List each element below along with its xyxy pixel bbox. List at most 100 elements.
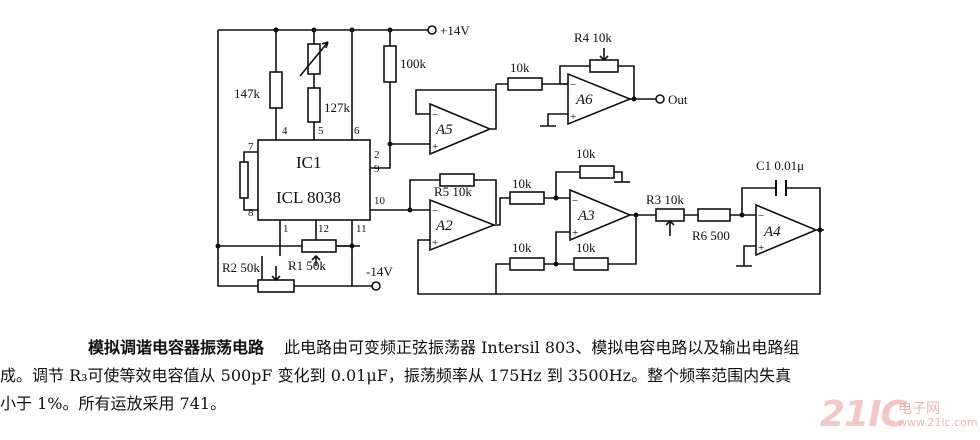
a4-ground bbox=[736, 245, 756, 267]
resistor-r6 bbox=[697, 208, 731, 222]
pin-4-label: 4 bbox=[282, 125, 288, 137]
opamp-a6-label: A6 bbox=[575, 92, 593, 108]
opamp-a3-label: A3 bbox=[577, 208, 595, 224]
resistor-r1 bbox=[301, 239, 337, 253]
svg-text:−: − bbox=[570, 79, 576, 91]
label-100k: 100k bbox=[400, 56, 427, 71]
resistor-r2 bbox=[257, 279, 295, 293]
pin-10-label: 10 bbox=[374, 195, 386, 207]
pin-1-label: 1 bbox=[283, 223, 289, 235]
junction-a3-minus bbox=[553, 195, 559, 201]
svg-text:+: + bbox=[432, 141, 438, 153]
resistor-127k bbox=[307, 87, 321, 123]
svg-text:−: − bbox=[758, 210, 764, 222]
junction-pin11 bbox=[349, 243, 355, 249]
svg-text:+: + bbox=[572, 227, 578, 239]
r100k-wire bbox=[370, 30, 391, 169]
junction-a6-out bbox=[631, 96, 637, 102]
ic1-part: ICL 8038 bbox=[276, 188, 341, 207]
junction-a3-out bbox=[633, 212, 639, 218]
r2-wiper bbox=[271, 266, 281, 282]
a6-feedback bbox=[559, 65, 635, 99]
capacitor-c1 bbox=[775, 180, 787, 196]
opamp-a5 bbox=[429, 102, 493, 156]
pin11-link bbox=[336, 220, 353, 247]
r1-wiper bbox=[311, 254, 321, 266]
pin-11-label: 11 bbox=[356, 223, 367, 235]
ic1-name: IC1 bbox=[296, 153, 322, 172]
a2-plus-in bbox=[417, 239, 430, 254]
a6-ground bbox=[540, 113, 568, 127]
trimmer-arrow bbox=[299, 41, 329, 77]
svg-text:+: + bbox=[570, 111, 576, 123]
resistor-a3-fb bbox=[579, 165, 615, 179]
pin-7-label: 7 bbox=[248, 141, 254, 153]
a5-feedback bbox=[415, 89, 497, 130]
vminus-terminal[interactable] bbox=[371, 281, 381, 291]
resistor-a3-in2 bbox=[509, 257, 545, 271]
label-r6: R6 500 bbox=[692, 228, 730, 243]
r2-left-wire bbox=[217, 246, 258, 287]
resistor-147k bbox=[269, 71, 283, 109]
output-label: Out bbox=[668, 92, 688, 107]
watermark-cn: 电子网 bbox=[898, 401, 940, 417]
pin-9-label: 9 bbox=[374, 163, 380, 175]
vplus-label: +14V bbox=[440, 23, 470, 38]
label-a3-in1: 10k bbox=[512, 176, 532, 191]
opamp-a4 bbox=[755, 203, 819, 257]
circuit-schematic: IC1 ICL 8038 4 5 6 7 8 2 9 10 1 12 11 +1… bbox=[215, 23, 824, 295]
a3-plus-path bbox=[495, 231, 570, 294]
r3-wiper bbox=[665, 219, 675, 236]
svg-text:−: − bbox=[572, 195, 578, 207]
resistor-a3-in3 bbox=[573, 257, 609, 271]
label-a3-in2: 10k bbox=[512, 240, 532, 255]
junction-pin6 bbox=[349, 27, 355, 33]
r4-wiper bbox=[599, 48, 609, 62]
label-r4: R4 10k bbox=[574, 30, 612, 45]
watermark: 21IC 电子网 www.21ic.com bbox=[820, 394, 978, 436]
resistor-a3-in1 bbox=[509, 191, 545, 205]
pin-12-label: 12 bbox=[318, 223, 329, 235]
resistor-r4 bbox=[589, 59, 619, 73]
a3-feedback-top bbox=[555, 171, 623, 198]
svg-text:−: − bbox=[432, 109, 438, 121]
label-147k: 147k bbox=[234, 86, 261, 101]
output-terminal[interactable] bbox=[655, 94, 665, 104]
label-a3-in3: 10k bbox=[576, 240, 596, 255]
label-a6-in: 10k bbox=[510, 60, 530, 75]
pin-2-top-label: 2 bbox=[374, 149, 380, 161]
resistor-100k bbox=[383, 45, 397, 83]
caption: 模拟调谐电容器振荡电路此电路由可变频正弦振荡器 Intersil 803、模拟电… bbox=[0, 334, 968, 418]
junction-a3-plus bbox=[553, 261, 559, 267]
vminus-label: -14V bbox=[366, 264, 393, 279]
caption-text-1: 此电路由可变频正弦振荡器 Intersil 803、模拟电容电路以及输出电路组 bbox=[284, 338, 800, 357]
junction-100k bbox=[387, 27, 393, 33]
resistor-a6-in bbox=[507, 77, 543, 91]
junction-a4-out bbox=[817, 227, 823, 233]
resistor-r5 bbox=[439, 173, 475, 187]
junction-pin4 bbox=[273, 27, 279, 33]
pin-6-label: 6 bbox=[354, 125, 360, 137]
caption-text-2: 成。调节 R₃可使等效电容值从 500pF 变化到 0.01μF，振荡频率从 1… bbox=[0, 366, 792, 385]
opamp-a2-label: A2 bbox=[435, 218, 453, 234]
label-a3-fb: 10k bbox=[576, 146, 596, 161]
opamp-a2 bbox=[429, 198, 497, 252]
label-r1: R1 50k bbox=[288, 258, 326, 273]
label-r2: R2 50k bbox=[222, 260, 260, 275]
label-r3: R3 10k bbox=[646, 192, 684, 207]
svg-text:+: + bbox=[758, 242, 764, 254]
opamp-a6 bbox=[567, 72, 633, 126]
pin-5-label: 5 bbox=[318, 125, 324, 137]
opamp-a3 bbox=[569, 188, 633, 242]
vplus-terminal[interactable] bbox=[427, 25, 437, 35]
junction-a5-in bbox=[387, 141, 393, 147]
caption-text-3: 小于 1%。所有运放采用 741。 bbox=[0, 394, 227, 413]
svg-text:+: + bbox=[432, 237, 438, 249]
r5-path bbox=[409, 179, 497, 224]
timing-cap bbox=[239, 161, 249, 199]
label-c1: C1 0.01μ bbox=[756, 158, 804, 173]
caption-title: 模拟调谐电容器振荡电路 bbox=[88, 338, 265, 357]
svg-text:−: − bbox=[432, 205, 438, 217]
opamp-a5-label: A5 bbox=[435, 122, 453, 138]
label-r5: R5 10k bbox=[434, 184, 472, 199]
